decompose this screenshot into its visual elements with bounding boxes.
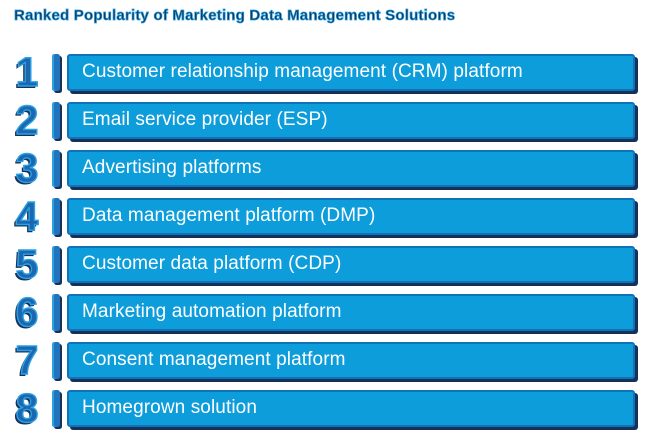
tick-mark (52, 53, 60, 91)
bar: Customer data platform (CDP) (67, 245, 635, 283)
tick-mark (52, 101, 60, 139)
tick-mark (52, 389, 60, 427)
rank-number: 5 (15, 241, 39, 287)
bar-label: Homegrown solution (82, 397, 257, 418)
bar: Homegrown solution (67, 389, 635, 427)
rank-number: 3 (15, 145, 39, 191)
tick-mark (52, 197, 60, 235)
tick-mark (52, 245, 60, 283)
bar: Data management platform (DMP) (67, 197, 635, 235)
rank-number: 2 (15, 97, 39, 143)
list-item: 6 Marketing automation platform (0, 289, 650, 335)
list-item: 2 Email service provider (ESP) (0, 97, 650, 143)
rank-number: 6 (15, 289, 39, 335)
list-item: 1 Customer relationship management (CRM)… (0, 49, 650, 95)
tick-mark (52, 341, 60, 379)
bar-label: Consent management platform (82, 349, 346, 370)
bar-label: Customer data platform (CDP) (82, 253, 342, 274)
bar: Email service provider (ESP) (67, 101, 635, 139)
page-title: Ranked Popularity of Marketing Data Mana… (14, 7, 456, 25)
rank-number: 1 (15, 49, 39, 95)
list-item: 7 Consent management platform (0, 337, 650, 383)
bar-label: Data management platform (DMP) (82, 205, 376, 226)
list-item: 5 Customer data platform (CDP) (0, 241, 650, 287)
bar-label: Email service provider (ESP) (82, 109, 328, 130)
list-item: 8 Homegrown solution (0, 385, 650, 431)
ranked-list: 1 Customer relationship management (CRM)… (0, 49, 650, 437)
rank-number: 4 (15, 193, 39, 239)
tick-mark (52, 293, 60, 331)
rank-number: 7 (15, 337, 39, 383)
rank-number: 8 (15, 385, 39, 431)
bar: Advertising platforms (67, 149, 635, 187)
bar-label: Customer relationship management (CRM) p… (82, 61, 523, 82)
bar: Marketing automation platform (67, 293, 635, 331)
bar: Customer relationship management (CRM) p… (67, 53, 635, 91)
list-item: 3 Advertising platforms (0, 145, 650, 191)
bar-label: Marketing automation platform (82, 301, 342, 322)
tick-mark (52, 149, 60, 187)
bar-label: Advertising platforms (82, 157, 262, 178)
bar: Consent management platform (67, 341, 635, 379)
list-item: 4 Data management platform (DMP) (0, 193, 650, 239)
